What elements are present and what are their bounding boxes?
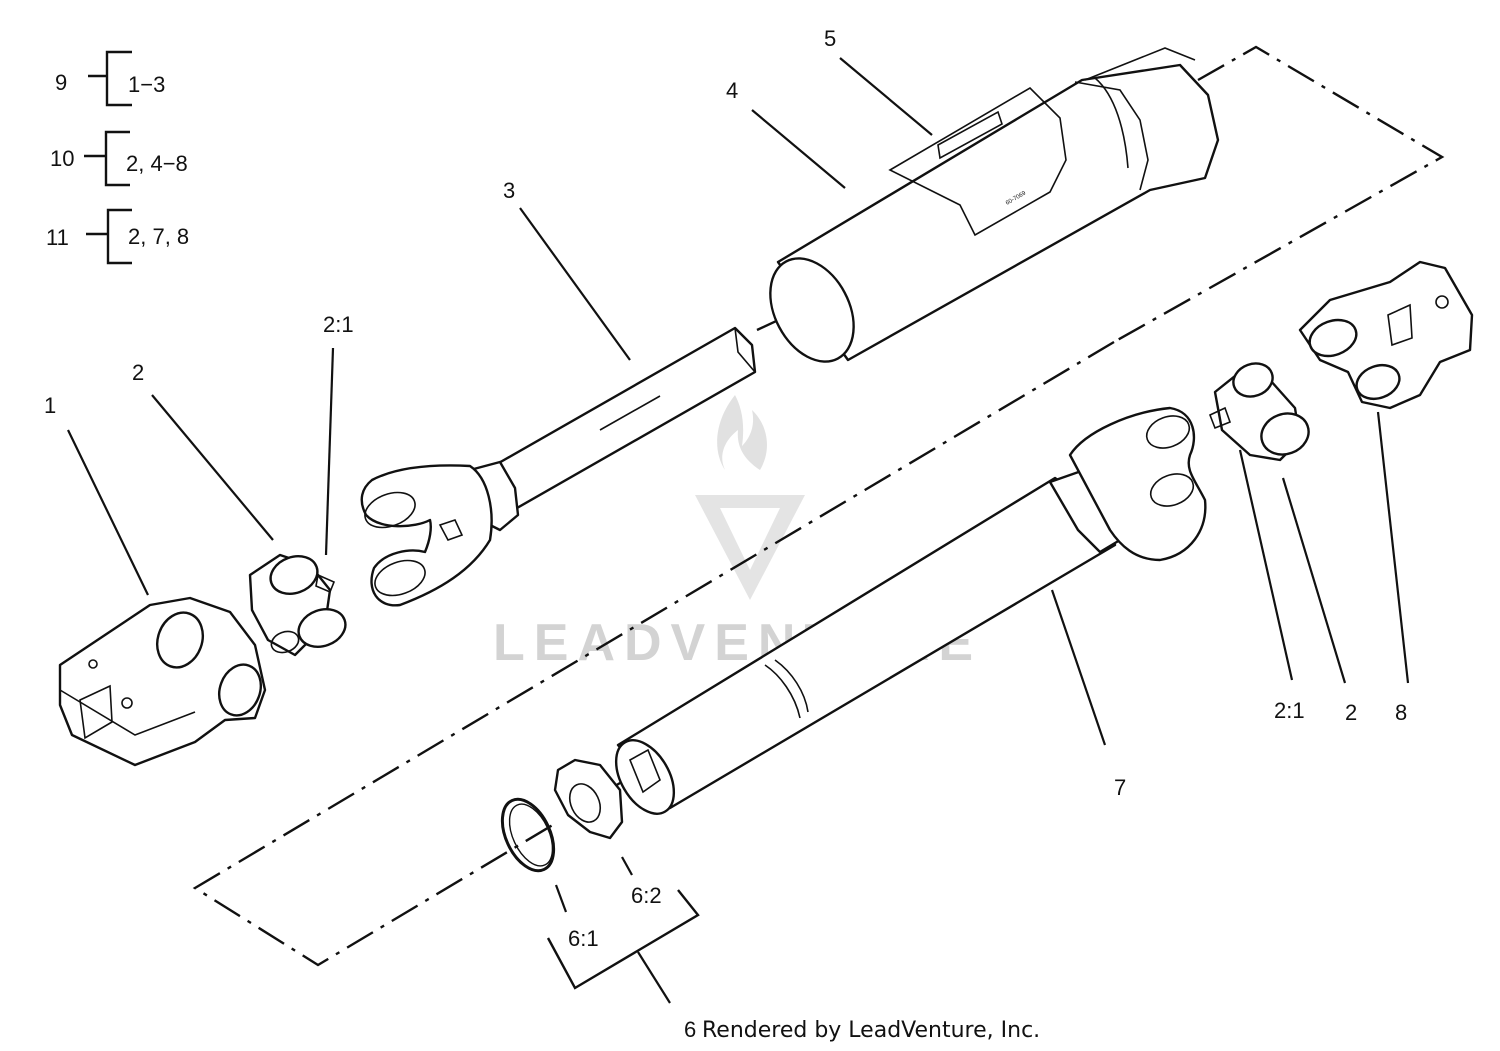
kit-10-bracket: [84, 130, 130, 187]
callout-5: 5: [824, 26, 836, 51]
callout-6-1: 6:1: [568, 926, 599, 951]
footer: 6 Rendered by LeadVenture, Inc.: [684, 1017, 1040, 1043]
kit-10-number: 10: [50, 146, 74, 171]
callout-2-left: 2: [132, 360, 144, 385]
kit-11-number: 11: [46, 225, 69, 250]
callouts: 1 2 2:1 3 4 5 7 2:1 2 8 6:1 6:2: [44, 26, 1407, 951]
callout-8: 8: [1395, 700, 1407, 725]
callout-3: 3: [503, 178, 515, 203]
part-3-inner-shaft: [360, 326, 757, 607]
part-2-left-ujoint: [248, 553, 347, 657]
kit-11-bracket: [86, 208, 132, 265]
kit-9-contents: 1−3: [128, 72, 165, 97]
kit-11-contents: 2, 7, 8: [128, 224, 189, 249]
part-6-2-spacer: [553, 758, 624, 840]
kit-legend: 9 1−3 10 2, 4−8 11 2, 7, 8: [46, 50, 189, 265]
callout-2-right: 2: [1345, 700, 1357, 725]
kit-9-number: 9: [55, 70, 67, 95]
part-7-outer-shaft: [614, 406, 1207, 815]
part-4-outer-shield: 60-7069: [769, 47, 1220, 363]
part-5-decal: [937, 110, 1003, 160]
leader-lines: [67, 57, 1410, 1004]
callout-2-1-right: 2:1: [1274, 698, 1305, 723]
callout-6: 6: [684, 1017, 696, 1042]
kit-10-contents: 2, 4−8: [126, 151, 188, 176]
part-1-left-yoke: [58, 596, 267, 767]
kit-6-bracket: [546, 889, 700, 990]
callout-1: 1: [44, 393, 56, 418]
callout-4: 4: [726, 78, 738, 103]
callout-6-2: 6:2: [631, 883, 662, 908]
part-2-right-ujoint: [1208, 362, 1310, 462]
kit-9-bracket: [88, 50, 132, 107]
callout-7: 7: [1114, 775, 1126, 800]
part-8-right-yoke: [1298, 260, 1474, 410]
callout-2-1-left: 2:1: [323, 312, 354, 337]
part-6-1-snap-ring: [500, 797, 556, 873]
rendered-by-credit: Rendered by LeadVenture, Inc.: [702, 1018, 1040, 1043]
